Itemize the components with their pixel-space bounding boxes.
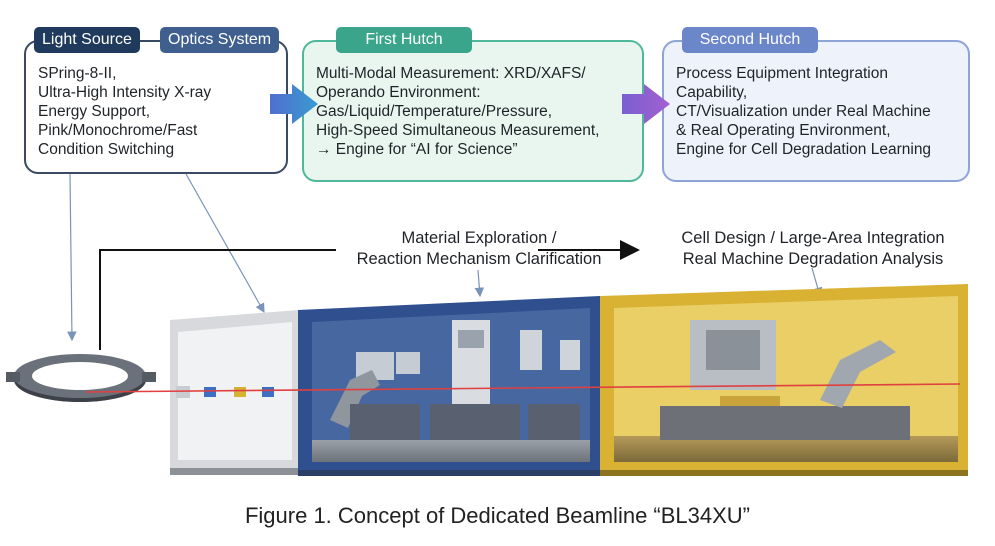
arrow-to-second-hutch [622,84,670,124]
second-hutch-text: Process Equipment Integration Capability… [676,65,932,158]
first-hutch-tag: First Hutch [336,27,472,53]
second-stage-label: Cell Design / Large-Area Integration Rea… [681,229,945,268]
second-hutch-box: Process Equipment Integration Capability… [662,40,970,182]
x-ray-beam [85,383,961,393]
light-source-tag: Light Source [34,27,140,53]
pointer-line-to-ring [67,173,77,342]
second-hutch-enclosure [600,284,968,476]
optics-hutch [170,310,298,475]
second-hutch-tag: Second Hutch [682,27,818,53]
optics-system-tag: Optics System [160,27,280,53]
pointer-line-to-optics [185,173,265,314]
first-hutch-text: Multi-Modal Measurement: XRD/XAFS/ Opera… [316,65,600,158]
figure-caption: Figure 1. Concept of Dedicated Beamline … [244,503,751,528]
arrow-to-first-hutch [270,84,318,124]
storage-ring [6,354,156,402]
pointer-line-to-first-hutch [474,269,485,298]
first-hutch-enclosure [298,296,600,476]
light-source-box: SPring-8-II, Ultra-High Intensity X-ray … [24,40,288,174]
light-source-text: SPring-8-II, Ultra-High Intensity X-ray … [38,65,212,158]
flow-arrow [99,249,336,350]
first-stage-label: Material Exploration / Reaction Mechanis… [356,229,602,268]
first-hutch-box: Multi-Modal Measurement: XRD/XAFS/ Opera… [302,40,644,182]
